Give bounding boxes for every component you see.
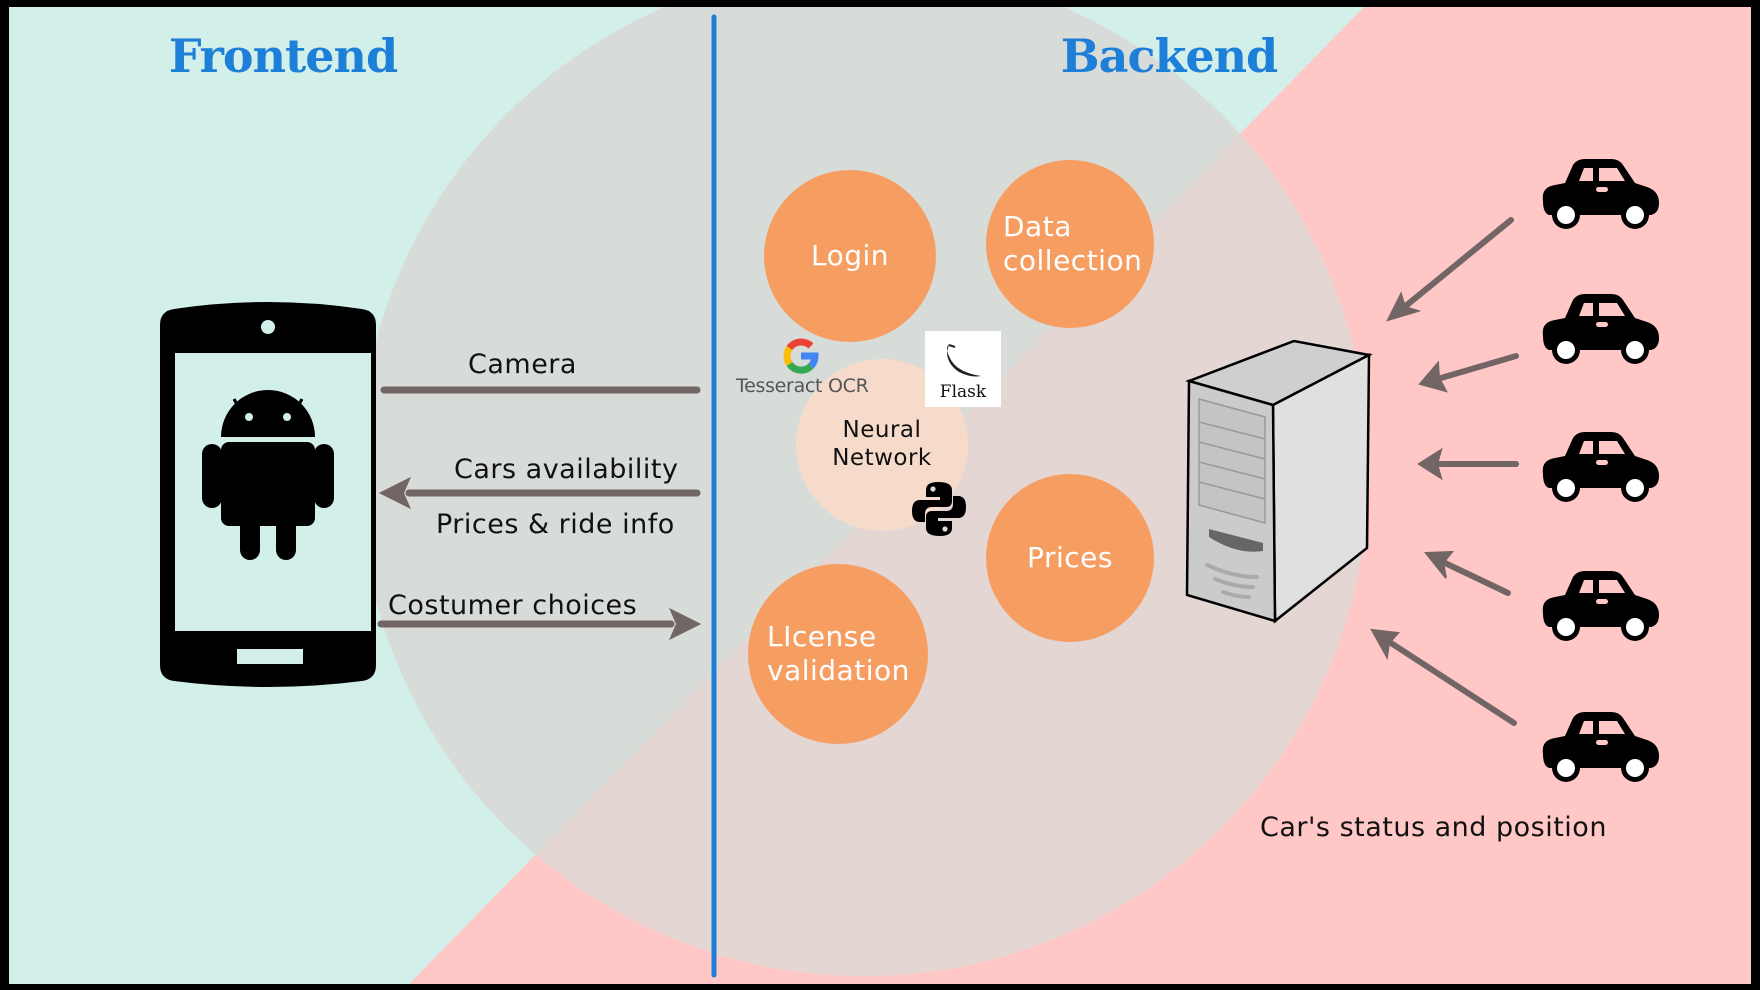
car-arrowhead-2 bbox=[1418, 360, 1448, 393]
login-label: Login bbox=[810, 239, 890, 273]
prices-ride-info-label: Prices & ride info bbox=[436, 509, 675, 540]
flask-horn-icon bbox=[947, 344, 981, 377]
license-validation-label: LIcense validation bbox=[767, 620, 910, 687]
frontend-title: Frontend bbox=[168, 29, 398, 83]
python-icon bbox=[912, 482, 966, 536]
flask-label: Flask bbox=[939, 382, 987, 402]
car-arrowhead-5 bbox=[1370, 628, 1401, 661]
tesseract-ocr-label: Tesseract OCR bbox=[736, 375, 869, 397]
car-arrowhead-1 bbox=[1386, 291, 1422, 322]
module-license-validation: LIcense validation bbox=[748, 564, 928, 744]
costumer-choices-label: Costumer choices bbox=[388, 590, 638, 621]
flask-logo: Flask bbox=[925, 331, 1001, 407]
cars-status-caption: Car's status and position bbox=[1260, 812, 1607, 843]
car-arrow-4 bbox=[1442, 560, 1511, 596]
google-g-icon bbox=[783, 338, 819, 374]
car-icon bbox=[1542, 159, 1659, 229]
backend-title: Backend bbox=[1060, 29, 1278, 83]
diagram-canvas: Frontend Backend Camera Cars availabilit… bbox=[9, 7, 1751, 984]
car-icon bbox=[1542, 571, 1659, 641]
prices-label: Prices bbox=[1027, 541, 1113, 575]
module-login: Login bbox=[764, 170, 936, 342]
car-arrow-2 bbox=[1438, 353, 1519, 381]
neural-network-label: Neural Network bbox=[832, 417, 932, 471]
android-robot-icon bbox=[202, 390, 334, 560]
car-arrowhead-4 bbox=[1423, 550, 1455, 579]
car-arrow-5 bbox=[1388, 640, 1517, 726]
car-icon bbox=[1542, 712, 1659, 782]
choices-arrowhead bbox=[669, 607, 702, 641]
car-icon bbox=[1542, 432, 1659, 502]
module-data-collection: Data collection bbox=[986, 160, 1154, 328]
availability-arrowhead bbox=[378, 476, 411, 510]
cars-availability-label: Cars availability bbox=[454, 454, 679, 485]
camera-label: Camera bbox=[468, 349, 577, 380]
module-prices: Prices bbox=[986, 474, 1154, 642]
server-tower-icon bbox=[1185, 339, 1373, 624]
car-arrowhead-3 bbox=[1417, 447, 1443, 481]
car-icon bbox=[1542, 294, 1659, 364]
car-arrow-1 bbox=[1399, 217, 1514, 312]
android-phone-icon bbox=[160, 302, 376, 687]
data-collection-label: Data collection bbox=[1003, 210, 1143, 277]
